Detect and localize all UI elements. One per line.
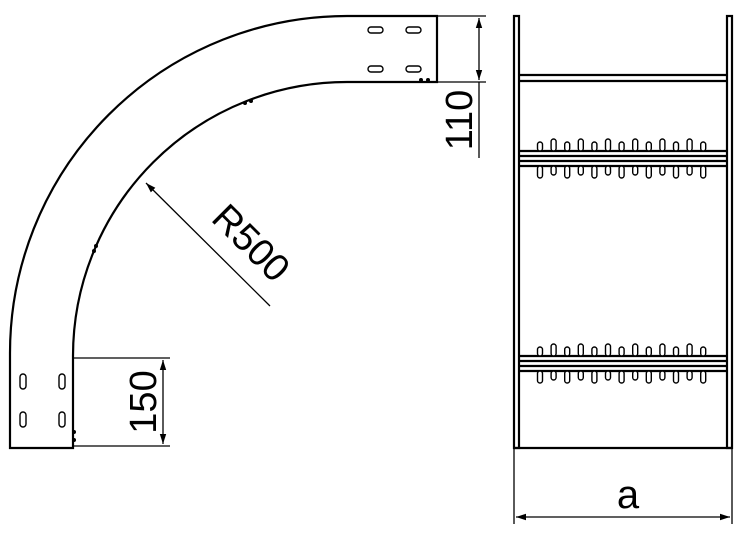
rung-tooth [536,165,544,179]
rung-tooth [604,138,612,152]
rung-tooth [536,370,544,384]
dimension-150-label: 150 [123,370,165,433]
rung-tooth [604,370,612,381]
rung-tooth [659,165,666,176]
rung-tooth [536,346,544,357]
rung-tooth [700,370,707,384]
rung-tooth [591,346,598,357]
rung-tooth [618,370,625,384]
dimension-a-label: a [617,473,640,517]
rung-tooth [536,141,544,152]
rung-tooth [577,138,584,152]
rung-tooth [672,141,680,152]
rung-tooth [645,165,652,179]
rung-tooth [700,346,707,357]
rung-upper [519,149,727,168]
rung-tooth [700,165,707,179]
rung-tooth [564,165,571,179]
inner-rivets [72,78,430,442]
rung-tooth [632,138,639,152]
rung-tooth [550,370,557,381]
right-rail [725,14,734,450]
dimension-a: a [513,448,733,524]
rung-tooth [591,370,598,384]
rung-tooth [577,165,584,176]
rung-tooth [672,165,680,179]
rung-tooth [550,138,557,152]
rung-tooth [618,346,625,357]
rung-tooth [577,343,584,357]
rung-tooth [618,165,625,179]
rung-tooth [686,343,693,357]
dimension-110: 110 [437,15,486,158]
top-rung [519,73,727,83]
rung-tooth [564,346,571,357]
rung-tooth [686,165,693,176]
rung-tooth [632,370,639,381]
radius-label: R500 [204,197,298,291]
rung-tooth [550,343,557,357]
rung-tooth [645,346,652,357]
rung-tooth [550,165,557,176]
rung-tooth [700,141,707,152]
rung-tooth [591,141,598,152]
left-rail [512,14,521,450]
rung-tooth [645,141,652,152]
outer-arc [8,14,439,450]
rung-tooth [659,370,666,381]
top-flange-slots [367,26,422,73]
dimension-110-label: 110 [439,90,481,151]
rung-tooth [672,346,680,357]
rung-tooth [591,165,598,179]
rung-tooth [659,343,666,357]
rung-tooth [564,370,571,384]
rung-teeth [536,138,707,384]
rung-tooth [645,370,652,384]
rung-tooth [686,370,693,381]
rung-tooth [604,343,612,357]
rung-tooth [672,370,680,384]
rung-tooth [632,343,639,357]
rung-tooth [686,138,693,152]
rung-tooth [577,370,584,381]
dimension-150: 150 [73,357,170,447]
rung-tooth [659,138,666,152]
ladder-front-view: a [512,14,734,524]
bottom-flange-slots [19,373,66,428]
radius-dimension: R500 [145,182,298,307]
rung-lower [519,354,727,373]
rung-tooth [604,165,612,176]
rung-tooth [618,141,625,152]
rung-tooth [564,141,571,152]
rung-tooth [632,165,639,176]
bend-side-view: 110 150 R500 [8,14,486,450]
